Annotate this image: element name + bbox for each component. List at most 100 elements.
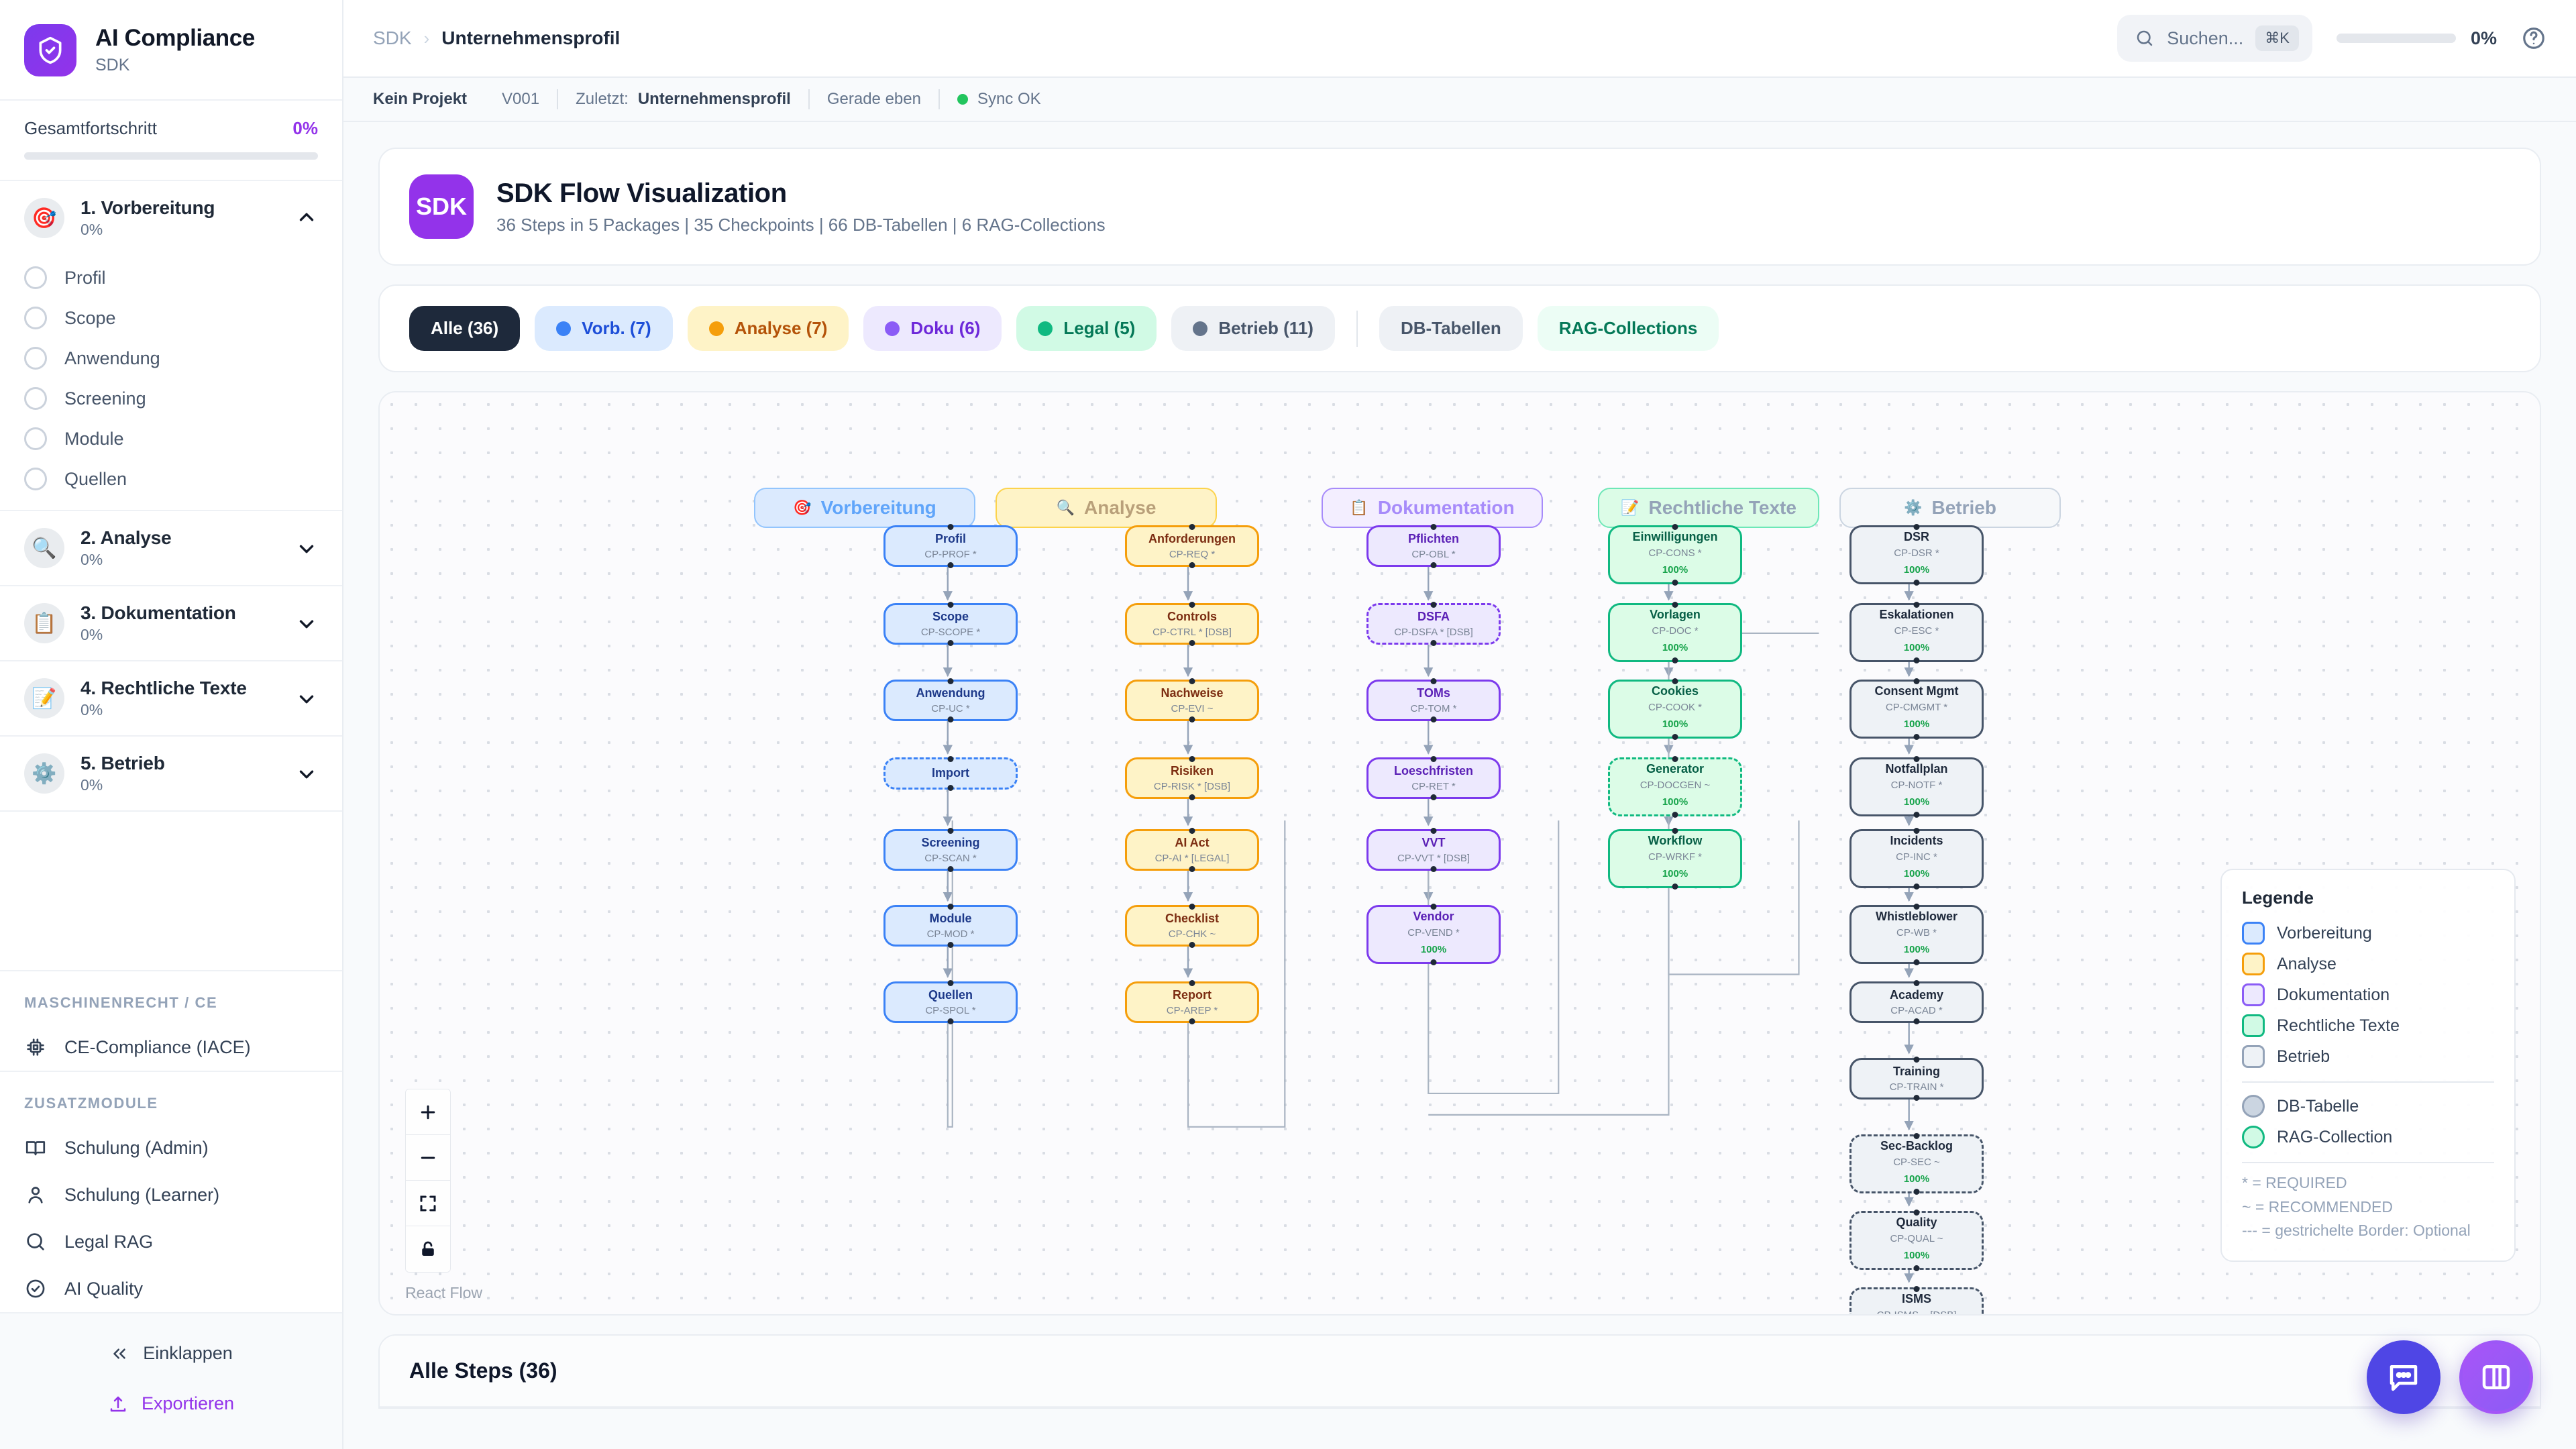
sidebar-step-profil[interactable]: Profil [0, 258, 342, 298]
node-handle-bottom[interactable] [1913, 959, 1920, 965]
node-handle-bottom[interactable] [947, 1018, 954, 1024]
flow-node-import[interactable]: Import [883, 756, 1018, 791]
node-handle-bottom[interactable] [947, 640, 954, 646]
node-handle-top[interactable] [1189, 678, 1195, 684]
node-handle-top[interactable] [947, 980, 954, 986]
node-handle-top[interactable] [947, 828, 954, 834]
node-handle-top[interactable] [1672, 756, 1678, 762]
filter-chip-betrieb[interactable]: Betrieb (11) [1171, 306, 1335, 351]
node-handle-top[interactable] [1913, 1286, 1920, 1292]
node-handle-top[interactable] [1913, 756, 1920, 762]
panel-fab-button[interactable] [2459, 1340, 2533, 1414]
filter-chip-doku[interactable]: Doku (6) [863, 306, 1002, 351]
node-handle-top[interactable] [1913, 678, 1920, 684]
node-handle-top[interactable] [1430, 828, 1437, 834]
sidebar-phase-1[interactable]: 🎯 1. Vorbereitung 0% [0, 181, 342, 255]
node-handle-bottom[interactable] [1913, 657, 1920, 663]
node-handle-bottom[interactable] [1189, 942, 1195, 948]
node-handle-bottom[interactable] [1913, 580, 1920, 586]
sidebar-step-quellen[interactable]: Quellen [0, 459, 342, 499]
step-status-radio[interactable] [24, 468, 47, 490]
node-handle-bottom[interactable] [1189, 794, 1195, 800]
node-handle-top[interactable] [1189, 904, 1195, 910]
node-handle-top[interactable] [947, 904, 954, 910]
node-handle-bottom[interactable] [1913, 734, 1920, 740]
node-handle-bottom[interactable] [1672, 734, 1678, 740]
node-handle-top[interactable] [1913, 1133, 1920, 1139]
sidebar-step-module[interactable]: Module [0, 419, 342, 459]
step-status-radio[interactable] [24, 387, 47, 410]
step-status-radio[interactable] [24, 347, 47, 370]
sidebar-step-screening[interactable]: Screening [0, 378, 342, 419]
node-handle-bottom[interactable] [1189, 640, 1195, 646]
node-handle-bottom[interactable] [947, 866, 954, 872]
node-handle-top[interactable] [1913, 524, 1920, 530]
sidebar-phase-3[interactable]: 📋 3. Dokumentation 0% [0, 586, 342, 660]
sidebar-phase-5[interactable]: ⚙️ 5. Betrieb 0% [0, 737, 342, 810]
sidebar-phase-2[interactable]: 🔍 2. Analyse 0% [0, 511, 342, 585]
node-handle-top[interactable] [1913, 1057, 1920, 1063]
node-handle-bottom[interactable] [1913, 1265, 1920, 1271]
sidebar-item-schulung-learner[interactable]: Schulung (Learner) [0, 1171, 342, 1218]
node-handle-bottom[interactable] [947, 562, 954, 568]
node-handle-bottom[interactable] [1189, 562, 1195, 568]
node-handle-top[interactable] [1189, 828, 1195, 834]
node-handle-top[interactable] [947, 678, 954, 684]
node-handle-top[interactable] [1189, 756, 1195, 762]
chat-fab-button[interactable] [2367, 1340, 2440, 1414]
node-handle-bottom[interactable] [1672, 580, 1678, 586]
node-handle-top[interactable] [1430, 524, 1437, 530]
node-handle-top[interactable] [1913, 980, 1920, 986]
chevron-down-icon[interactable] [295, 687, 318, 710]
node-handle-bottom[interactable] [1913, 1189, 1920, 1195]
node-handle-bottom[interactable] [1189, 1018, 1195, 1024]
node-handle-top[interactable] [1913, 602, 1920, 608]
brand-header[interactable]: AI Compliance SDK [0, 0, 342, 101]
collapse-sidebar-button[interactable]: Einklappen [0, 1328, 342, 1379]
chevron-down-icon[interactable] [295, 762, 318, 785]
node-handle-top[interactable] [1672, 678, 1678, 684]
node-handle-bottom[interactable] [1430, 716, 1437, 722]
chevron-up-icon[interactable] [295, 207, 318, 229]
node-handle-top[interactable] [947, 756, 954, 762]
breadcrumb-root[interactable]: SDK [373, 28, 412, 48]
node-handle-bottom[interactable] [1430, 562, 1437, 568]
node-handle-top[interactable] [1189, 980, 1195, 986]
node-handle-top[interactable] [1430, 602, 1437, 608]
node-handle-top[interactable] [1913, 904, 1920, 910]
step-status-radio[interactable] [24, 427, 47, 450]
sidebar-step-anwendung[interactable]: Anwendung [0, 338, 342, 378]
filter-chip-db-tabellen[interactable]: DB-Tabellen [1379, 306, 1523, 351]
node-handle-top[interactable] [947, 602, 954, 608]
sidebar-phase-4[interactable]: 📝 4. Rechtliche Texte 0% [0, 661, 342, 735]
node-handle-top[interactable] [1189, 602, 1195, 608]
export-button[interactable]: Exportieren [0, 1379, 342, 1429]
step-status-radio[interactable] [24, 266, 47, 289]
node-handle-bottom[interactable] [1189, 866, 1195, 872]
chevron-down-icon[interactable] [295, 612, 318, 635]
node-handle-bottom[interactable] [1430, 959, 1437, 965]
filter-chip-legal[interactable]: Legal (5) [1016, 306, 1157, 351]
